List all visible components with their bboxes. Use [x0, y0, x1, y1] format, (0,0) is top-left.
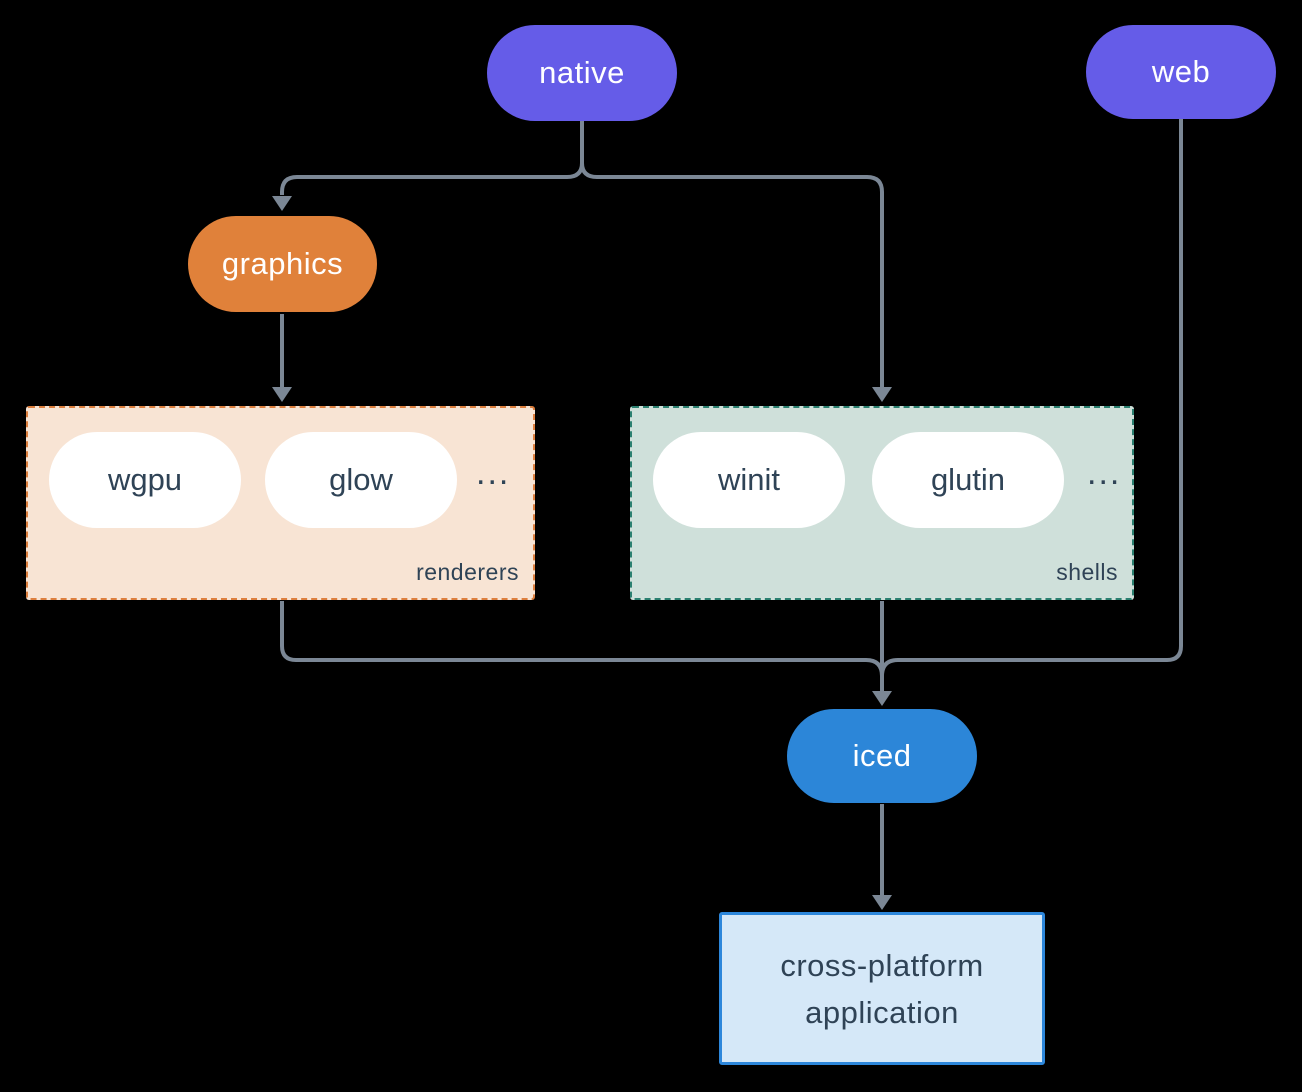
node-wgpu: wgpu [49, 432, 241, 528]
edge-native-shells [580, 121, 884, 387]
group-renderers: wgpu glow ... renderers [26, 406, 535, 600]
node-cross-platform-application: cross-platform application [719, 912, 1045, 1065]
edge-renderers-merge [280, 601, 884, 677]
shells-ellipsis: ... [1087, 454, 1122, 492]
renderers-group-label: renderers [416, 559, 519, 585]
node-glutin-label: glutin [930, 462, 1006, 497]
node-graphics: graphics [188, 216, 377, 312]
node-wgpu-label: wgpu [107, 462, 183, 497]
node-winit-label: winit [717, 462, 780, 497]
node-iced-label: iced [852, 738, 912, 773]
arrowhead-into-iced [872, 691, 892, 706]
edge-native-graphics [280, 121, 584, 195]
node-web: web [1086, 25, 1276, 119]
node-winit: winit [653, 432, 845, 528]
application-label-line1: cross-platform [780, 947, 984, 983]
node-glow-label: glow [329, 462, 393, 497]
arrowhead-into-application [872, 895, 892, 910]
node-web-label: web [1151, 54, 1211, 89]
shells-group-label: shells [1056, 559, 1118, 585]
arrowhead-into-shells [872, 387, 892, 402]
arrowhead-into-graphics [272, 196, 292, 211]
arrowhead-into-renderers [272, 387, 292, 402]
application-label-line2: application [805, 994, 959, 1030]
renderers-ellipsis: ... [476, 454, 511, 492]
node-iced: iced [787, 709, 977, 803]
group-shells: winit glutin ... shells [630, 406, 1134, 600]
node-native: native [487, 25, 677, 121]
node-native-label: native [539, 55, 625, 90]
node-glutin: glutin [872, 432, 1064, 528]
node-glow: glow [265, 432, 457, 528]
node-graphics-label: graphics [221, 246, 344, 281]
